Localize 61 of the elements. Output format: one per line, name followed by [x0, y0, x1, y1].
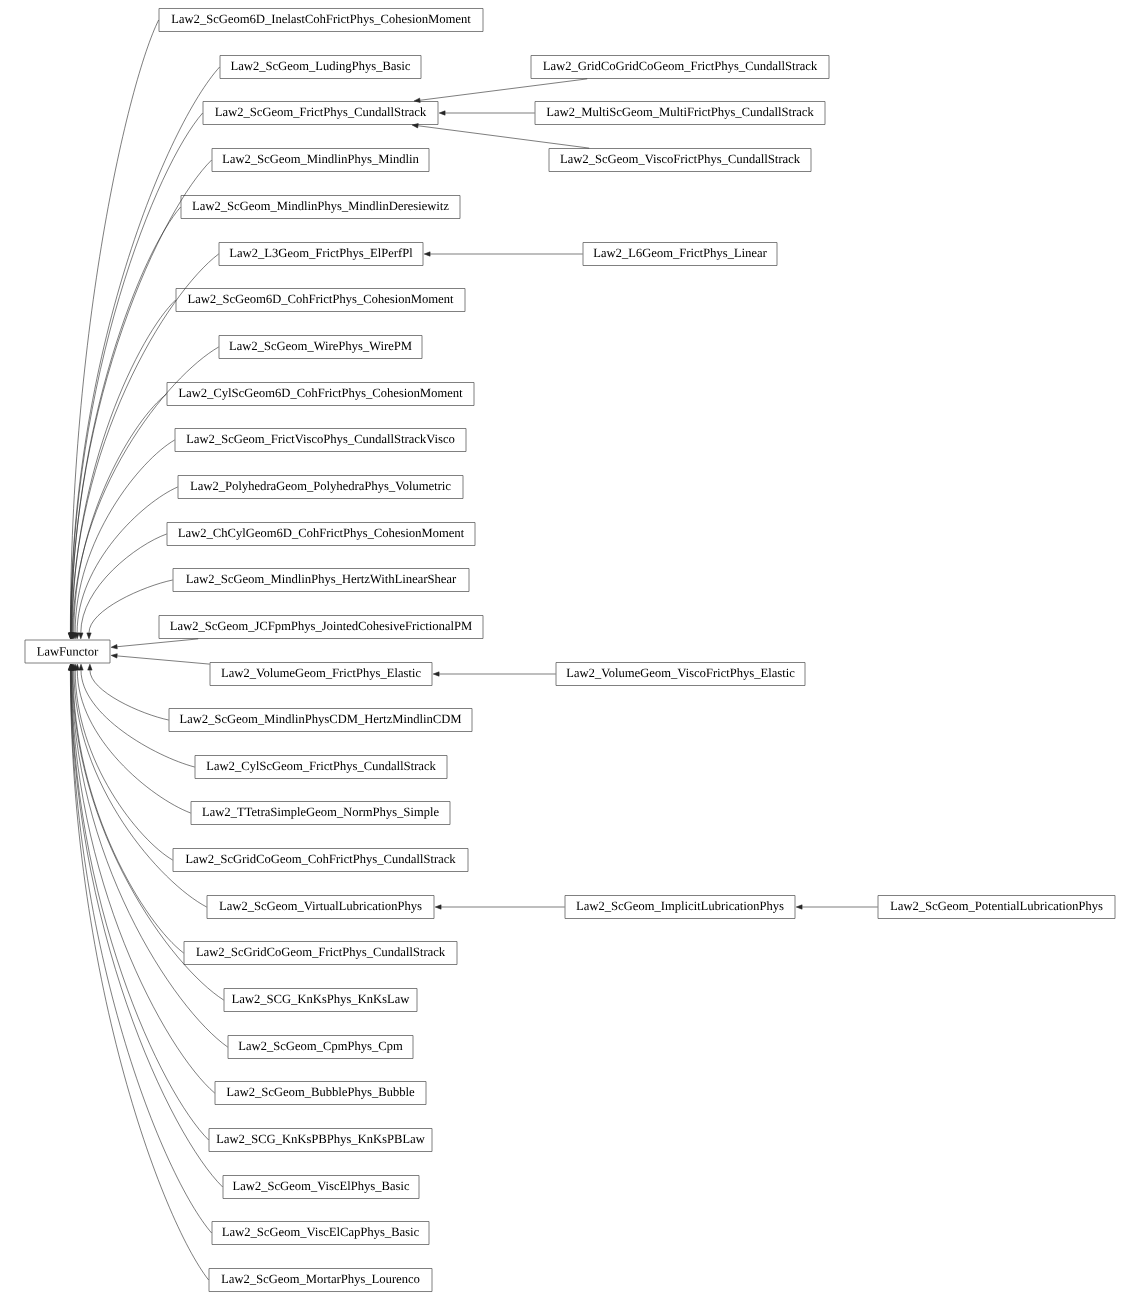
class-box: Law2_ScGeom_MindlinPhysCDM_HertzMindlinCDM [168, 708, 473, 732]
class-box: Law2_SCG_KnKsPhys_KnKsLaw [223, 988, 418, 1012]
arrow [432, 671, 556, 677]
class-box: Law2_VolumeGeom_ViscoFrictPhys_Elastic [555, 662, 806, 686]
class-box: Law2_ScGeom_ViscElPhys_Basic [222, 1175, 420, 1199]
arrow [71, 393, 167, 640]
class-box: Law2_L3Geom_FrictPhys_ElPerfPl [218, 242, 424, 266]
arrow [110, 653, 210, 665]
class-box: Law2_CylScGeom_FrictPhys_CundallStrack [194, 755, 448, 779]
arrow [69, 299, 176, 640]
class-box: Law2_ScGeom_FrictViscoPhys_CundallStrackVisco [174, 428, 467, 452]
class-box: LawFunctor [24, 639, 111, 664]
class-box: Law2_ScGeom_MindlinPhys_MindlinDeresiewitz [180, 195, 461, 219]
arrow [110, 638, 199, 650]
arrow [434, 904, 565, 910]
arrow [70, 664, 184, 954]
class-box: Law2_ScGeom_MortarPhys_Lourenco [208, 1268, 433, 1292]
class-box: Law2_VolumeGeom_FrictPhys_Elastic [209, 662, 433, 686]
arrow [78, 533, 167, 640]
arrow [438, 110, 535, 116]
class-box: Law2_ScGeom_LudingPhys_Basic [219, 55, 422, 79]
arrow [72, 664, 173, 861]
arrow [74, 664, 191, 814]
class-box: Law2_ScGridCoGeom_CohFrictPhys_CundallStrack [172, 848, 469, 872]
class-box: Law2_TTetraSimpleGeom_NormPhys_Simple [190, 801, 451, 825]
class-box: Law2_ScGeom_MindlinPhys_HertzWithLinearShear [172, 568, 470, 592]
arrow [413, 78, 588, 103]
arrow [68, 206, 181, 640]
arrow [74, 486, 178, 640]
arrow [71, 664, 207, 908]
class-box: Law2_ScGeom_ViscoFrictPhys_CundallStrack [548, 148, 812, 172]
arrow [411, 123, 590, 149]
arrow [423, 251, 583, 257]
class-box: Law2_ScGeom_JCFpmPhys_JointedCohesiveFrictionalPM [158, 615, 484, 639]
class-box: Law2_SCG_KnKsPBPhys_KnKsPBLaw [208, 1128, 433, 1152]
class-box: Law2_ScGeom6D_CohFrictPhys_CohesionMoment [175, 288, 466, 312]
arrow [70, 346, 219, 640]
arrow [87, 664, 169, 721]
class-box: Law2_ScGridCoGeom_FrictPhys_CundallStrack [183, 941, 458, 965]
arrow [69, 253, 219, 640]
class-box: Law2_ScGeom6D_InelastCohFrictPhys_CohesionMoment [158, 8, 484, 32]
arrow [78, 664, 195, 768]
class-box: Law2_MultiScGeom_MultiFrictPhys_CundallStrack [534, 101, 826, 125]
class-box: Law2_ScGeom_ViscElCapPhys_Basic [211, 1221, 430, 1245]
class-box: Law2_GridCoGridCoGeom_FrictPhys_CundallStrack [530, 55, 830, 79]
class-box: Law2_ScGeom_BubblePhys_Bubble [214, 1081, 427, 1105]
class-box: Law2_ScGeom_ImplicitLubricationPhys [564, 895, 796, 919]
arrow [86, 579, 173, 640]
class-box: Law2_PolyhedraGeom_PolyhedraPhys_Volumetric [177, 475, 464, 499]
class-box: Law2_L6Geom_FrictPhys_Linear [582, 242, 778, 266]
arrow [68, 66, 220, 640]
class-box: Law2_ChCylGeom6D_CohFrictPhys_CohesionMoment [166, 522, 476, 546]
class-box: Law2_ScGeom_WirePhys_WirePM [218, 335, 423, 359]
class-box: Law2_CylScGeom6D_CohFrictPhys_CohesionMoment [166, 382, 475, 406]
class-box: Law2_ScGeom_VirtualLubricationPhys [206, 895, 435, 919]
class-box: Law2_ScGeom_MindlinPhys_Mindlin [211, 148, 430, 172]
class-box: Law2_ScGeom_FrictPhys_CundallStrack [202, 101, 439, 125]
arrow [796, 904, 878, 910]
arrow [72, 439, 175, 640]
class-box: Law2_ScGeom_PotentialLubricationPhys [877, 895, 1116, 919]
class-box: Law2_ScGeom_CpmPhys_Cpm [227, 1035, 414, 1059]
